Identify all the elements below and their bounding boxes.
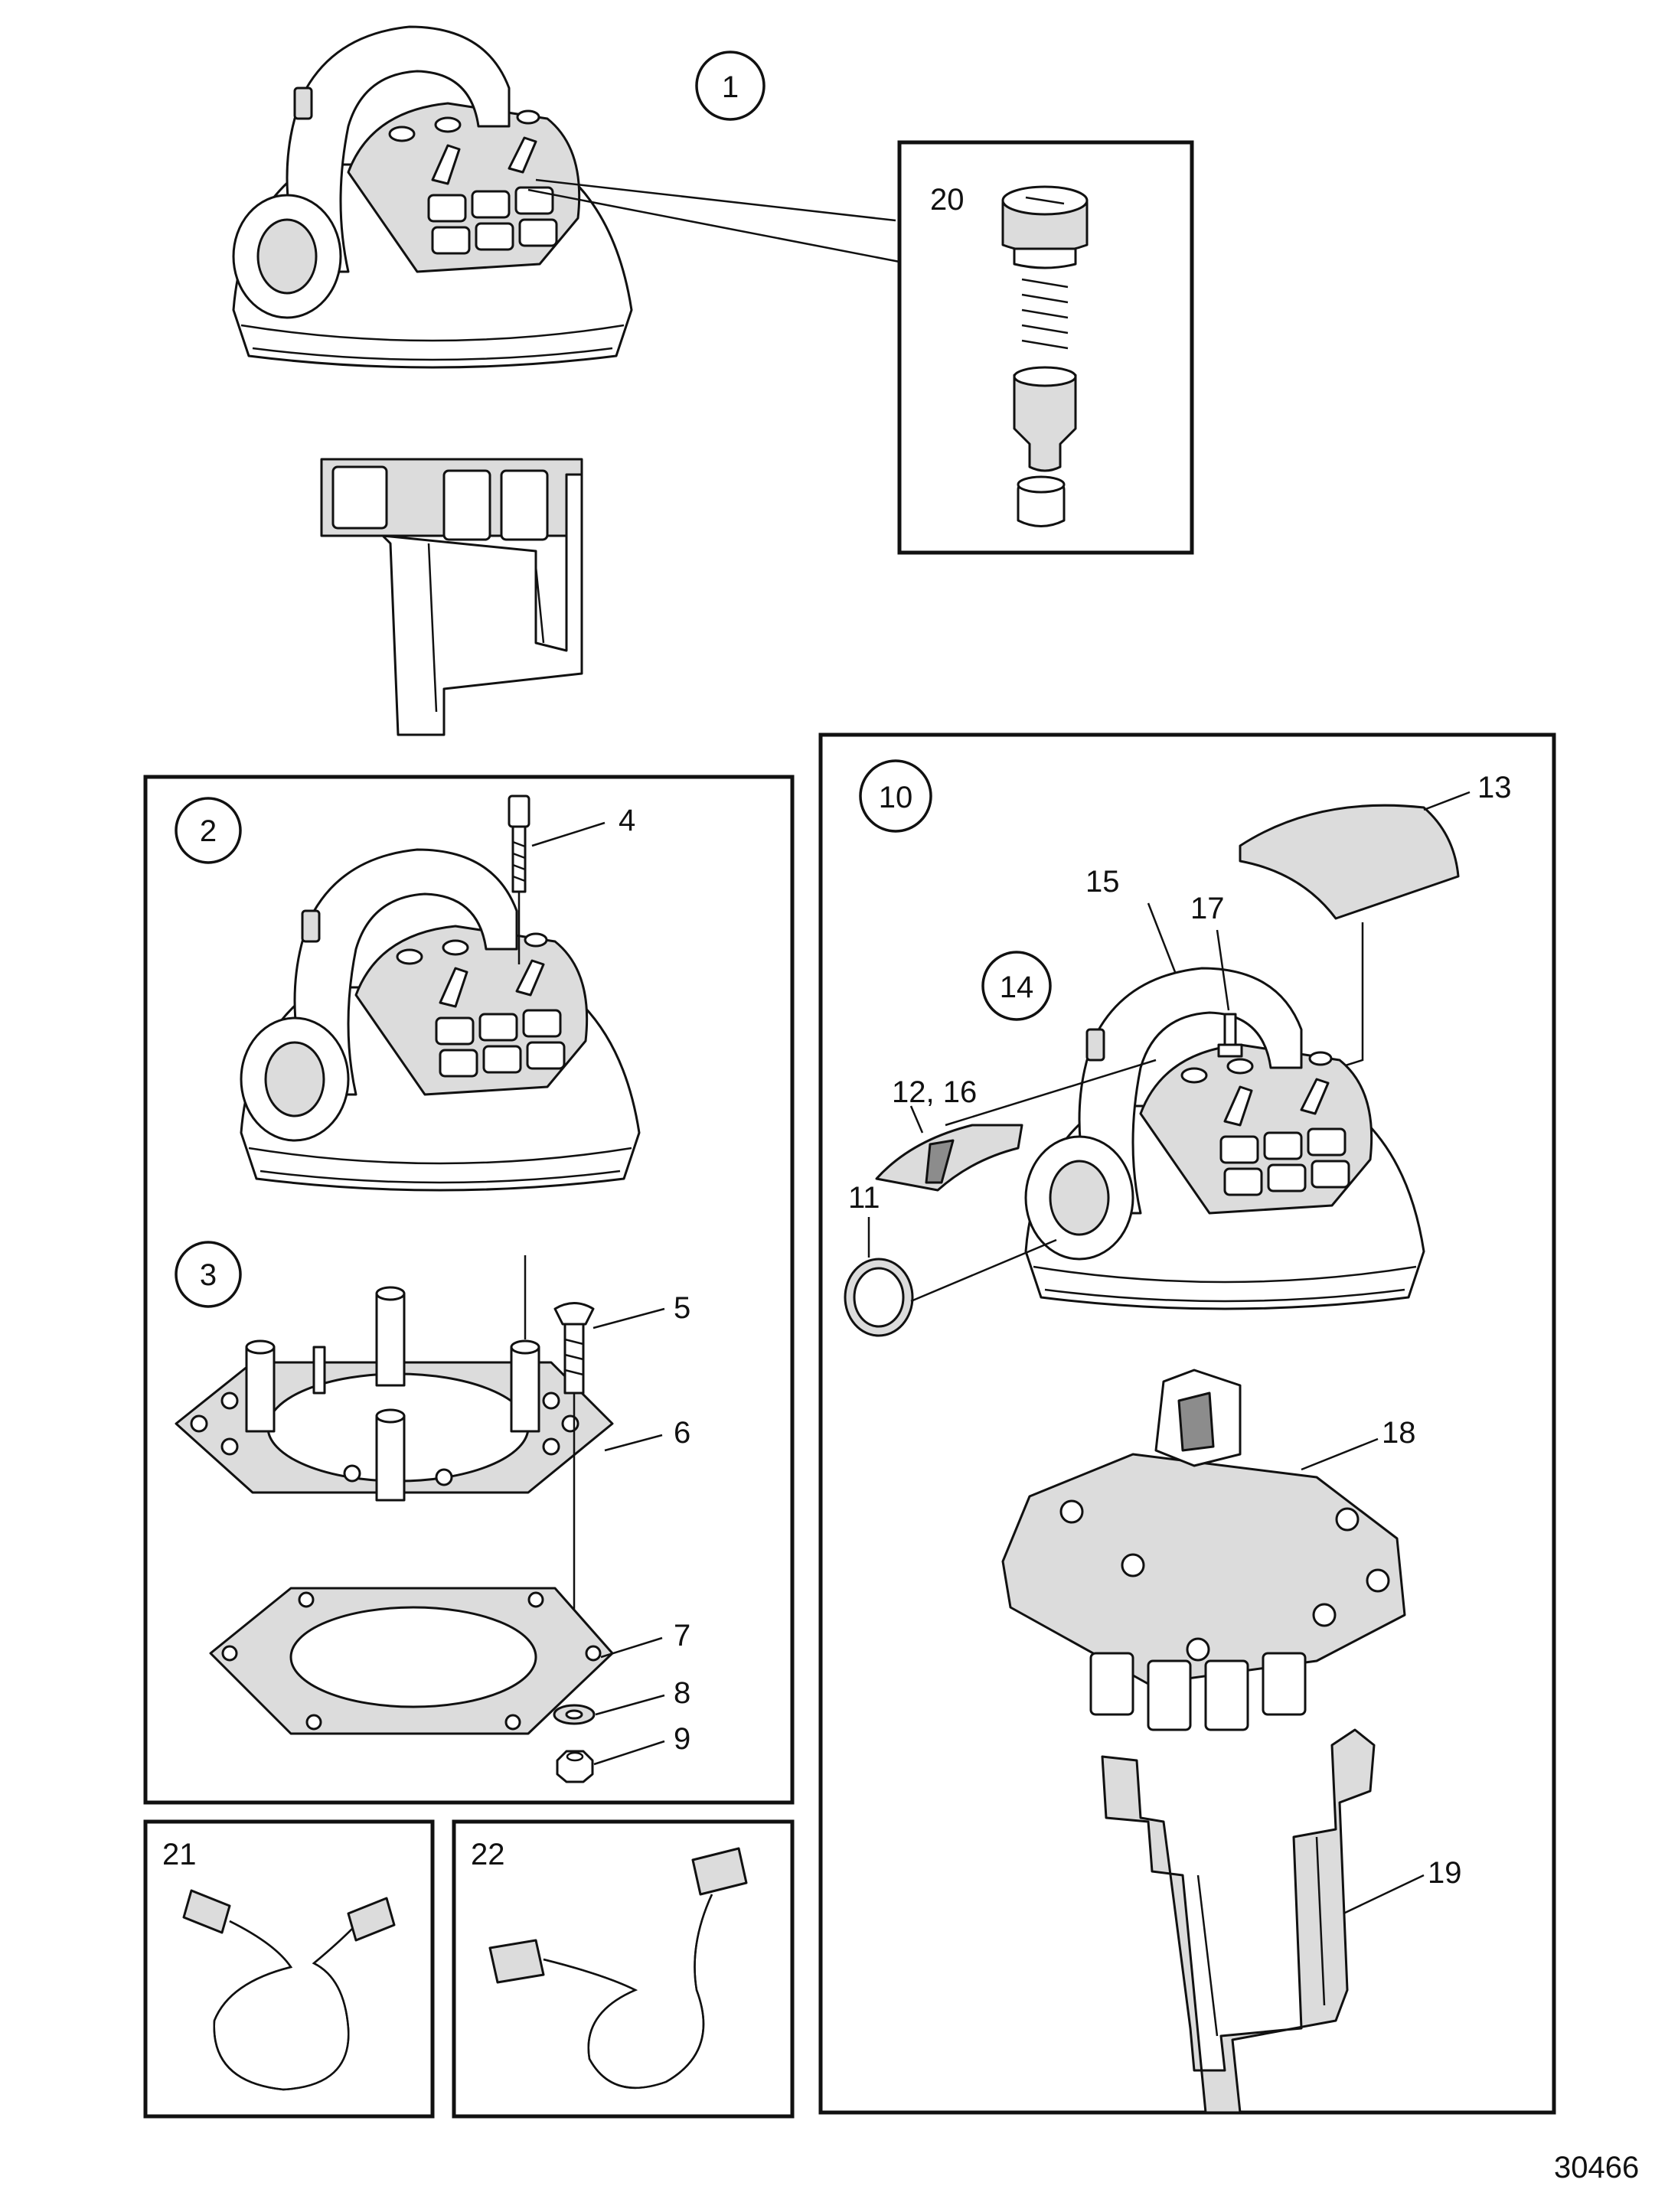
label-8: 8 [674,1676,690,1710]
label-4: 4 [619,804,635,837]
part-5-screw [553,1302,595,1653]
label-20: 20 [930,183,965,217]
part-20-valve [1001,185,1089,527]
leader-12-16b [909,1105,924,1134]
drawing-number: 30466 [1554,2151,1639,2184]
part-21-cable-harness [182,1889,396,2091]
callout-3: 3 [200,1258,217,1292]
assembly-2-control-lever [240,848,641,1192]
label-21: 21 [162,1838,197,1871]
inset-box-20: 20 [897,140,1194,555]
leader-8 [595,1694,665,1716]
callout-10-circle [859,759,932,833]
leader-20a [535,178,896,222]
leader-9 [593,1740,665,1766]
leader-5 [592,1307,665,1329]
part-17-screw [1217,1013,1243,1058]
part-9-nut [556,1750,594,1783]
part-22-cable-harness [488,1847,748,2090]
leader-19 [1343,1874,1425,1915]
leader-6 [604,1434,663,1452]
callout-1-text: 1 [0,0,17,7]
box-21-frame [143,1819,435,2119]
callout-10: 10 [879,781,913,814]
callout-14: 14 [1000,971,1034,1004]
callout-2: 2 [200,814,217,848]
label-5: 5 [674,1291,690,1325]
part-19-bracket [1101,1728,1376,2114]
box-10-frame [818,732,1556,2115]
label-11: 11 [848,1181,880,1215]
callout-2-circle [175,797,242,864]
label-17: 17 [1190,892,1225,925]
box-2-frame [143,775,795,1805]
label-12-16: 12, 16 [892,1075,977,1109]
label-15: 15 [1085,865,1120,899]
leader-18 [1301,1437,1379,1471]
part-18-base-unit [1001,1369,1406,1731]
label-7: 7 [674,1619,690,1652]
part-12-16-lever-insert [875,1124,1023,1192]
part-13-grip-cover [1239,804,1460,920]
leader-20b [527,188,900,263]
box-22-frame [452,1819,795,2119]
callout-1: 1 [722,70,739,104]
part-6-mounting-flange [175,1255,614,1502]
callout-3-circle [175,1241,242,1308]
label-22: 22 [471,1838,505,1871]
assembly-1-bracket [320,458,583,736]
part-7-gasket [209,1587,614,1735]
label-9: 9 [674,1722,690,1756]
leader-15 [1147,902,1177,973]
leader-11 [910,1238,1057,1303]
leader-7 [600,1636,663,1659]
label-18: 18 [1382,1416,1416,1450]
callout-1-circle [695,51,765,121]
leader-12-16 [945,1059,1157,1127]
assembly-1-control-lever [232,25,633,736]
part-11-badge [844,1258,914,1337]
label-6: 6 [674,1416,690,1450]
label-13: 13 [1477,771,1512,804]
leader-4 [531,821,606,847]
leader-17 [1216,929,1230,1011]
leader-13 [1423,791,1471,811]
label-19: 19 [1428,1856,1462,1890]
part-8-washer [553,1704,596,1725]
callout-14-circle [981,951,1052,1021]
part-4-bolt [508,794,530,964]
